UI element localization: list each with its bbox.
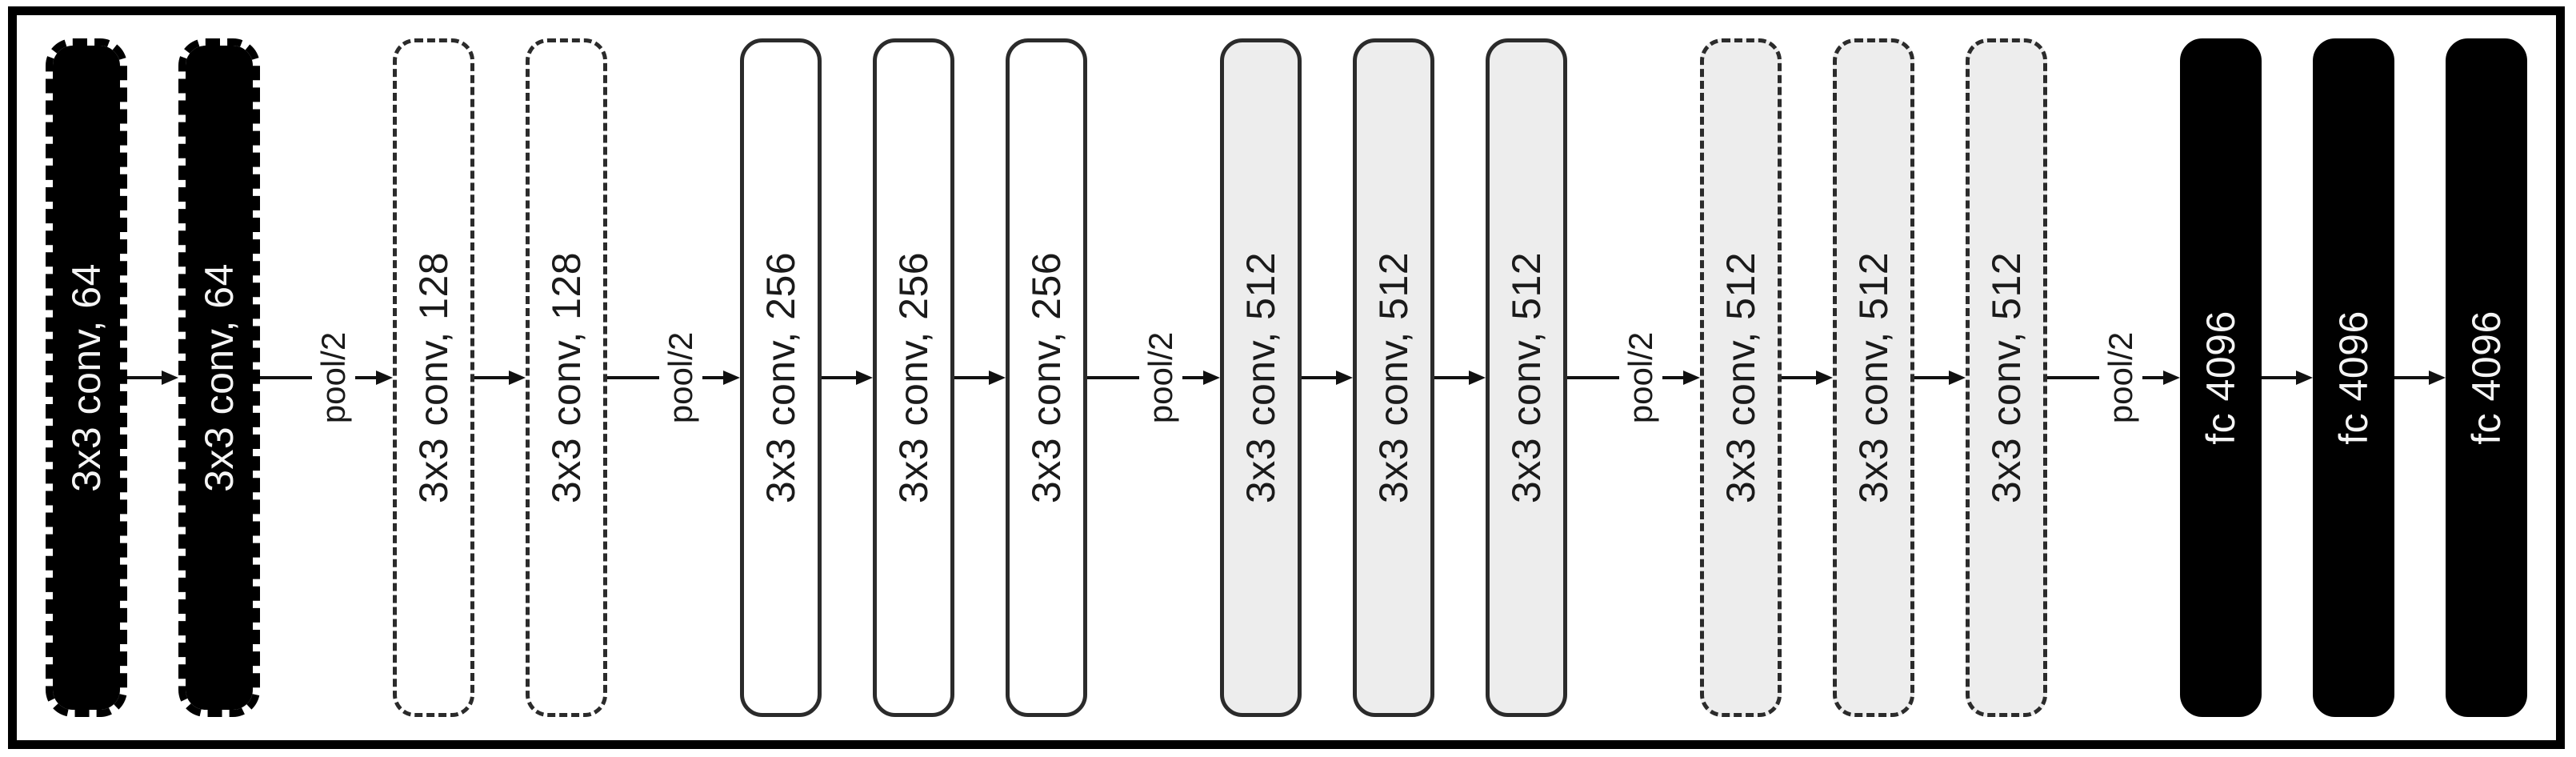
flow-arrow xyxy=(474,362,526,394)
layer-box: fc 4096 xyxy=(2180,38,2262,717)
layer-label: 3x3 conv, 512 xyxy=(1371,251,1416,504)
arrow-line xyxy=(702,376,723,379)
layer-box: 3x3 conv, 512 xyxy=(1220,38,1302,717)
pool-label: pool/2 xyxy=(1622,331,1659,424)
arrowhead-icon xyxy=(989,370,1006,385)
pool-label-wrap: pool/2 xyxy=(2101,298,2141,458)
flow-arrow xyxy=(822,362,873,394)
pool-label-wrap: pool/2 xyxy=(1141,298,1181,458)
layer-label: 3x3 conv, 512 xyxy=(1504,251,1549,504)
layer-label: 3x3 conv, 256 xyxy=(891,251,936,504)
arrow-line xyxy=(355,376,376,379)
layer-box: 3x3 conv, 512 xyxy=(1353,38,1434,717)
arrowhead-icon xyxy=(1469,370,1486,385)
layer-label: 3x3 conv, 64 xyxy=(64,263,109,492)
layer-label: fc 4096 xyxy=(2198,310,2243,445)
flow-arrow xyxy=(1434,362,1486,394)
layer-strip: 3x3 conv, 64 3x3 conv, 64 pool/2 3x3 conv, … xyxy=(17,15,2556,740)
flow-arrow xyxy=(2394,362,2446,394)
layer-label: 3x3 conv, 64 xyxy=(197,263,242,492)
pool-label: pool/2 xyxy=(662,331,699,424)
flow-arrow xyxy=(127,362,178,394)
arrow-line xyxy=(127,376,162,379)
layer-box: fc 4096 xyxy=(2446,38,2527,717)
diagram-frame: 3x3 conv, 64 3x3 conv, 64 pool/2 3x3 conv, … xyxy=(8,6,2565,749)
layer-label: fc 4096 xyxy=(2331,310,2376,445)
arrow-line xyxy=(2394,376,2429,379)
arrow-line xyxy=(474,376,509,379)
arrow-line xyxy=(2262,376,2296,379)
pool-connector: pool/2 xyxy=(607,332,740,423)
layer-label: 3x3 conv, 128 xyxy=(411,251,456,504)
flow-arrow xyxy=(2262,362,2313,394)
arrowhead-icon xyxy=(1336,370,1353,385)
arrow-line xyxy=(260,376,312,379)
pool-label-wrap: pool/2 xyxy=(1621,298,1661,458)
arrowhead-icon xyxy=(1203,370,1220,385)
layer-box: 3x3 conv, 256 xyxy=(1006,38,1087,717)
pool-label: pool/2 xyxy=(2102,331,2139,424)
flow-arrow xyxy=(1914,362,1966,394)
layer-label: 3x3 conv, 128 xyxy=(544,251,589,504)
layer-box: 3x3 conv, 256 xyxy=(873,38,954,717)
arrow-line xyxy=(1302,376,1336,379)
arrow-line xyxy=(1182,376,1203,379)
layer-label: 3x3 conv, 512 xyxy=(1851,251,1896,504)
layer-box: 3x3 conv, 128 xyxy=(526,38,607,717)
layer-label: 3x3 conv, 256 xyxy=(1024,251,1069,504)
pool-label: pool/2 xyxy=(1142,331,1179,424)
arrow-line xyxy=(2142,376,2163,379)
arrow-line xyxy=(607,376,659,379)
arrow-line xyxy=(1434,376,1469,379)
pool-connector: pool/2 xyxy=(260,332,393,423)
layer-label: 3x3 conv, 256 xyxy=(758,251,803,504)
layer-label: fc 4096 xyxy=(2464,310,2509,445)
pool-label: pool/2 xyxy=(314,331,352,424)
arrowhead-icon xyxy=(1683,370,1700,385)
arrowhead-icon xyxy=(856,370,873,385)
pool-connector: pool/2 xyxy=(2047,332,2180,423)
layer-box: 3x3 conv, 512 xyxy=(1833,38,1914,717)
layer-box: 3x3 conv, 512 xyxy=(1700,38,1782,717)
layer-box: 3x3 conv, 64 xyxy=(178,38,260,717)
arrowhead-icon xyxy=(723,370,740,385)
layer-box: 3x3 conv, 512 xyxy=(1966,38,2047,717)
arrow-line xyxy=(954,376,989,379)
pool-label-wrap: pool/2 xyxy=(661,298,701,458)
arrowhead-icon xyxy=(376,370,393,385)
pool-label-wrap: pool/2 xyxy=(314,298,354,458)
flow-arrow xyxy=(954,362,1006,394)
arrowhead-icon xyxy=(1949,370,1966,385)
arrowhead-icon xyxy=(509,370,526,385)
arrow-line xyxy=(1914,376,1949,379)
arrow-line xyxy=(1662,376,1683,379)
flow-arrow xyxy=(1782,362,1833,394)
layer-label: 3x3 conv, 512 xyxy=(1238,251,1283,504)
arrowhead-icon xyxy=(162,370,178,385)
layer-box: 3x3 conv, 64 xyxy=(46,38,127,717)
flow-arrow xyxy=(1302,362,1353,394)
layer-box: fc 4096 xyxy=(2313,38,2394,717)
arrow-line xyxy=(2047,376,2099,379)
arrowhead-icon xyxy=(2296,370,2313,385)
layer-box: 3x3 conv, 512 xyxy=(1486,38,1567,717)
layer-box: 3x3 conv, 128 xyxy=(393,38,474,717)
arrow-line xyxy=(1782,376,1816,379)
arrow-line xyxy=(822,376,856,379)
pool-connector: pool/2 xyxy=(1087,332,1220,423)
arrow-line xyxy=(1087,376,1139,379)
arrowhead-icon xyxy=(2163,370,2180,385)
layer-label: 3x3 conv, 512 xyxy=(1718,251,1763,504)
layer-box: 3x3 conv, 256 xyxy=(740,38,822,717)
pool-connector: pool/2 xyxy=(1567,332,1700,423)
arrow-line xyxy=(1567,376,1619,379)
arrowhead-icon xyxy=(2429,370,2446,385)
layer-label: 3x3 conv, 512 xyxy=(1984,251,2029,504)
arrowhead-icon xyxy=(1816,370,1833,385)
